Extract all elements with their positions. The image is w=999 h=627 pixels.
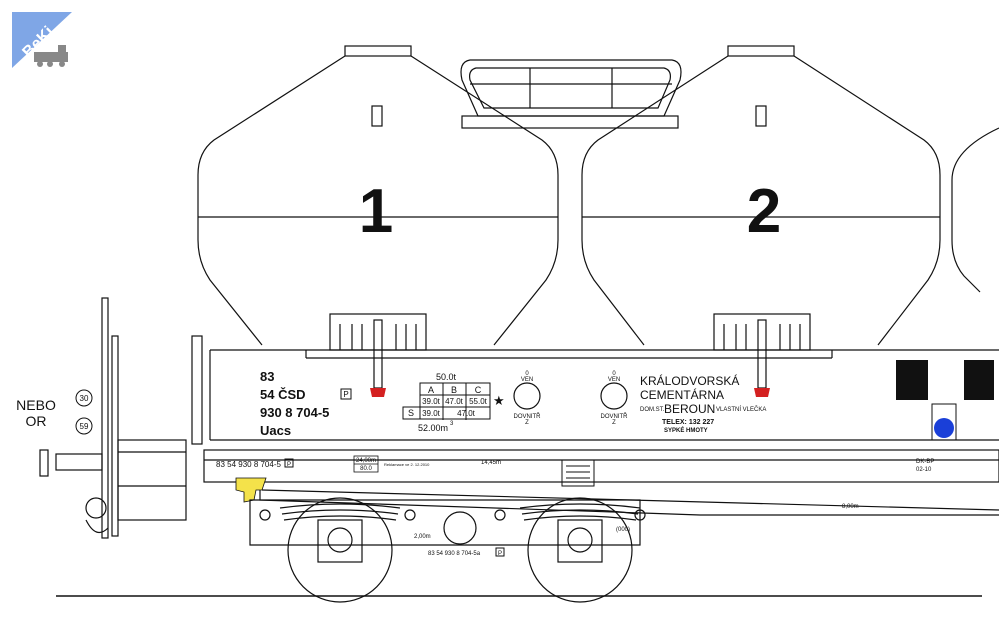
badge-59 bbox=[75, 417, 93, 435]
owner-domov: DOM.ST. bbox=[640, 407, 665, 413]
frame-box1-top: 24,00m bbox=[356, 458, 376, 464]
valve1-top1: 0 bbox=[525, 371, 529, 377]
load-volume-sup: 3 bbox=[450, 421, 454, 427]
load-header-a: A bbox=[428, 385, 434, 395]
discharge-nozzle-1 bbox=[370, 388, 386, 397]
valve-dial-2 bbox=[600, 382, 628, 410]
signal-lamp-housing bbox=[931, 403, 957, 441]
beki-logo: BeKi bbox=[12, 12, 72, 68]
hopper-1 bbox=[197, 45, 559, 389]
badge-59-text: 59 bbox=[80, 422, 89, 431]
hopper-3-partial bbox=[951, 127, 999, 293]
nebo-label: NEBO bbox=[16, 397, 56, 413]
frame-right-code2: 02-10 bbox=[916, 467, 932, 473]
owner-line1: KRÁLODVORSKÁ bbox=[640, 373, 739, 388]
locomotive-icon bbox=[34, 45, 68, 67]
grating-vent bbox=[561, 459, 595, 487]
wagon-id-line3: 930 8 704-5 bbox=[260, 405, 329, 420]
wagon-id-line4: Uacs bbox=[260, 423, 291, 438]
load-top: 50.0t bbox=[436, 372, 457, 382]
frame-number-badge: P bbox=[287, 462, 291, 468]
top-walkway bbox=[460, 59, 682, 129]
load-row1-a: 39.0t bbox=[422, 397, 441, 406]
load-row2-a: 39.0t bbox=[422, 409, 441, 418]
bogie-mark: 2,00m bbox=[414, 534, 431, 540]
valve1-top2: VEN bbox=[521, 377, 533, 383]
owner-line3-suffix: VLASTNÍ VLEČKA bbox=[716, 406, 766, 413]
hopper-number-1: 1 bbox=[359, 177, 393, 246]
info-panel-2 bbox=[964, 360, 994, 400]
load-volume: 52.00m bbox=[418, 423, 448, 433]
owner-telex: TELEX: 132 227 bbox=[662, 419, 714, 426]
signal-lamp-blue bbox=[934, 418, 954, 438]
badge-30 bbox=[75, 389, 93, 407]
frame-number: 83 54 930 8 704-5 bbox=[216, 460, 281, 469]
load-row1-c: 55.0t bbox=[469, 397, 488, 406]
owner-line2: CEMENTÁRNA bbox=[640, 387, 724, 402]
load-row1-b: 47.0t bbox=[445, 397, 464, 406]
hopper-number-2: 2 bbox=[747, 177, 781, 246]
tow-hook bbox=[235, 477, 267, 503]
load-row2-b: 47.0t bbox=[457, 409, 476, 418]
valve2-bottom1: DOVNITŘ bbox=[601, 412, 629, 420]
owner-line3: BEROUN bbox=[664, 402, 715, 416]
bogie-number-badge: P bbox=[498, 551, 502, 557]
valve2-bottom2: Z bbox=[612, 420, 616, 426]
frame-right-code1: DK-BP bbox=[916, 459, 934, 465]
wagon-id-badge: P bbox=[343, 390, 348, 399]
valve2-top2: VEN bbox=[608, 377, 620, 383]
valve1-bottom1: DOVNITŘ bbox=[514, 412, 542, 420]
discharge-nozzle-2 bbox=[754, 388, 770, 397]
frame-box1-bot: 80.0 bbox=[360, 466, 372, 472]
valve2-top1: 0 bbox=[612, 371, 616, 377]
owner-bottom: SYPKÉ HMOTY bbox=[664, 426, 708, 434]
load-header-c: C bbox=[475, 385, 482, 395]
info-panel-1 bbox=[896, 360, 928, 400]
load-row2-label: S bbox=[408, 408, 414, 418]
valve-dial-1 bbox=[513, 382, 541, 410]
load-header-b: B bbox=[451, 385, 457, 395]
buffer-end bbox=[39, 297, 187, 539]
valve1-bottom2: Z bbox=[525, 420, 529, 426]
wagon-frame bbox=[191, 335, 999, 516]
or-label: OR bbox=[26, 413, 47, 429]
hopper-2 bbox=[581, 45, 941, 389]
badge-30-text: 30 bbox=[80, 394, 89, 403]
frame-small-note: Reklamace ve 2. 12.2010 bbox=[384, 462, 430, 467]
wagon-id-line1: 83 bbox=[260, 369, 274, 384]
frame-right-mark: 8,00m bbox=[842, 504, 859, 510]
bogie-number: 83 54 930 8 704-5a bbox=[428, 551, 481, 557]
load-table-grid bbox=[402, 382, 491, 420]
bogie-small: (000) bbox=[616, 527, 630, 533]
wagon-id-line2: 54 ČSD bbox=[260, 387, 306, 402]
frame-length-mark: 14,45m bbox=[481, 460, 501, 466]
weight-star-icon: ★ bbox=[493, 393, 505, 408]
bogie bbox=[249, 497, 646, 603]
